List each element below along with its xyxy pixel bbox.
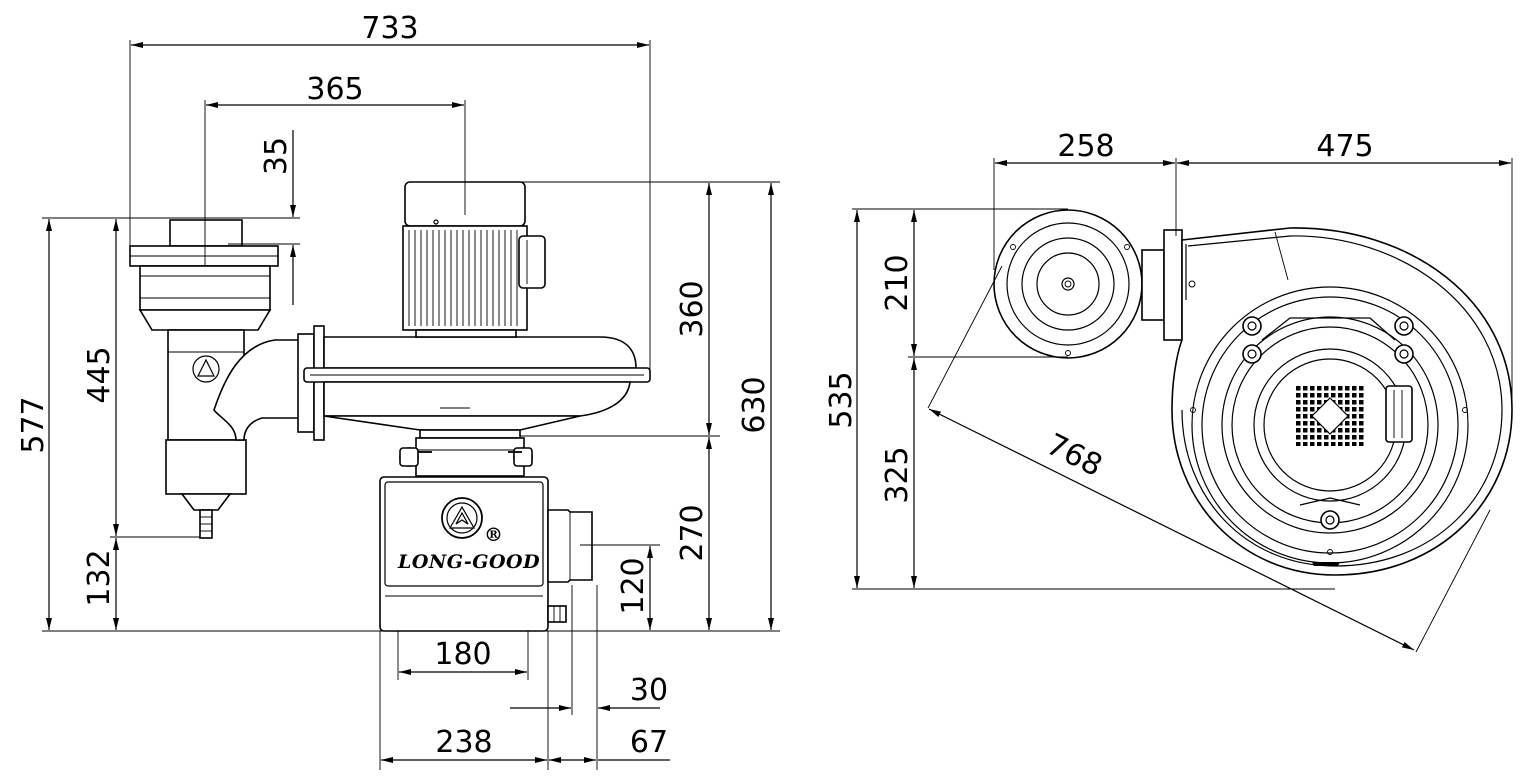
dim-outlet-pipe: 30: [630, 673, 668, 708]
dim-overall-height: 630: [737, 376, 772, 433]
dim-motor-height: 360: [675, 280, 710, 337]
dim-outlet-offset: 67: [630, 725, 668, 760]
front-dimension-labels: 733 365 35 577 445 132 360 630 270 120 1…: [16, 11, 772, 760]
top-view: 258 475 535 210 325 768: [824, 129, 1513, 653]
inlet-cap: [129, 219, 279, 331]
dim-housing-width: 475: [1316, 129, 1373, 164]
dim-inlet-height: 35: [259, 137, 294, 175]
brand-logo-icon: [441, 497, 483, 539]
brand-name: LONG-GOOD: [397, 551, 540, 573]
front-view: ® LONG-GOOD: [16, 11, 780, 770]
front-dimension-lines: [46, 42, 774, 763]
dim-base-width: 180: [434, 637, 491, 672]
inlet-circle: [993, 209, 1183, 359]
filter-column: [165, 329, 301, 539]
front-extension-lines: [42, 40, 780, 770]
dim-overall-height-left: 577: [16, 396, 51, 453]
dim-inlet-diameter: 210: [880, 254, 915, 311]
dim-diagonal: 768: [1041, 427, 1108, 484]
dim-lower-depth: 325: [880, 446, 915, 503]
dim-inlet-to-motor: 365: [306, 72, 363, 107]
dim-outlet-height: 120: [616, 557, 651, 614]
scroll-housing: [1171, 227, 1513, 576]
dim-base-height: 270: [675, 504, 710, 561]
brand-registered-mark: ®: [484, 524, 504, 546]
dim-drain-height: 132: [82, 549, 117, 606]
motor-stand: [399, 429, 533, 477]
blower-housing: [297, 325, 651, 441]
motor: [402, 181, 546, 338]
base-box: ® LONG-GOOD: [379, 476, 593, 632]
dim-overall-depth: 535: [824, 371, 859, 428]
dim-inlet-total-height: 445: [82, 346, 117, 403]
top-dimension-lines: [854, 160, 1511, 651]
dim-inlet-width: 258: [1057, 129, 1114, 164]
dim-overall-width: 733: [361, 11, 418, 46]
dim-base-total-width: 238: [435, 725, 492, 760]
